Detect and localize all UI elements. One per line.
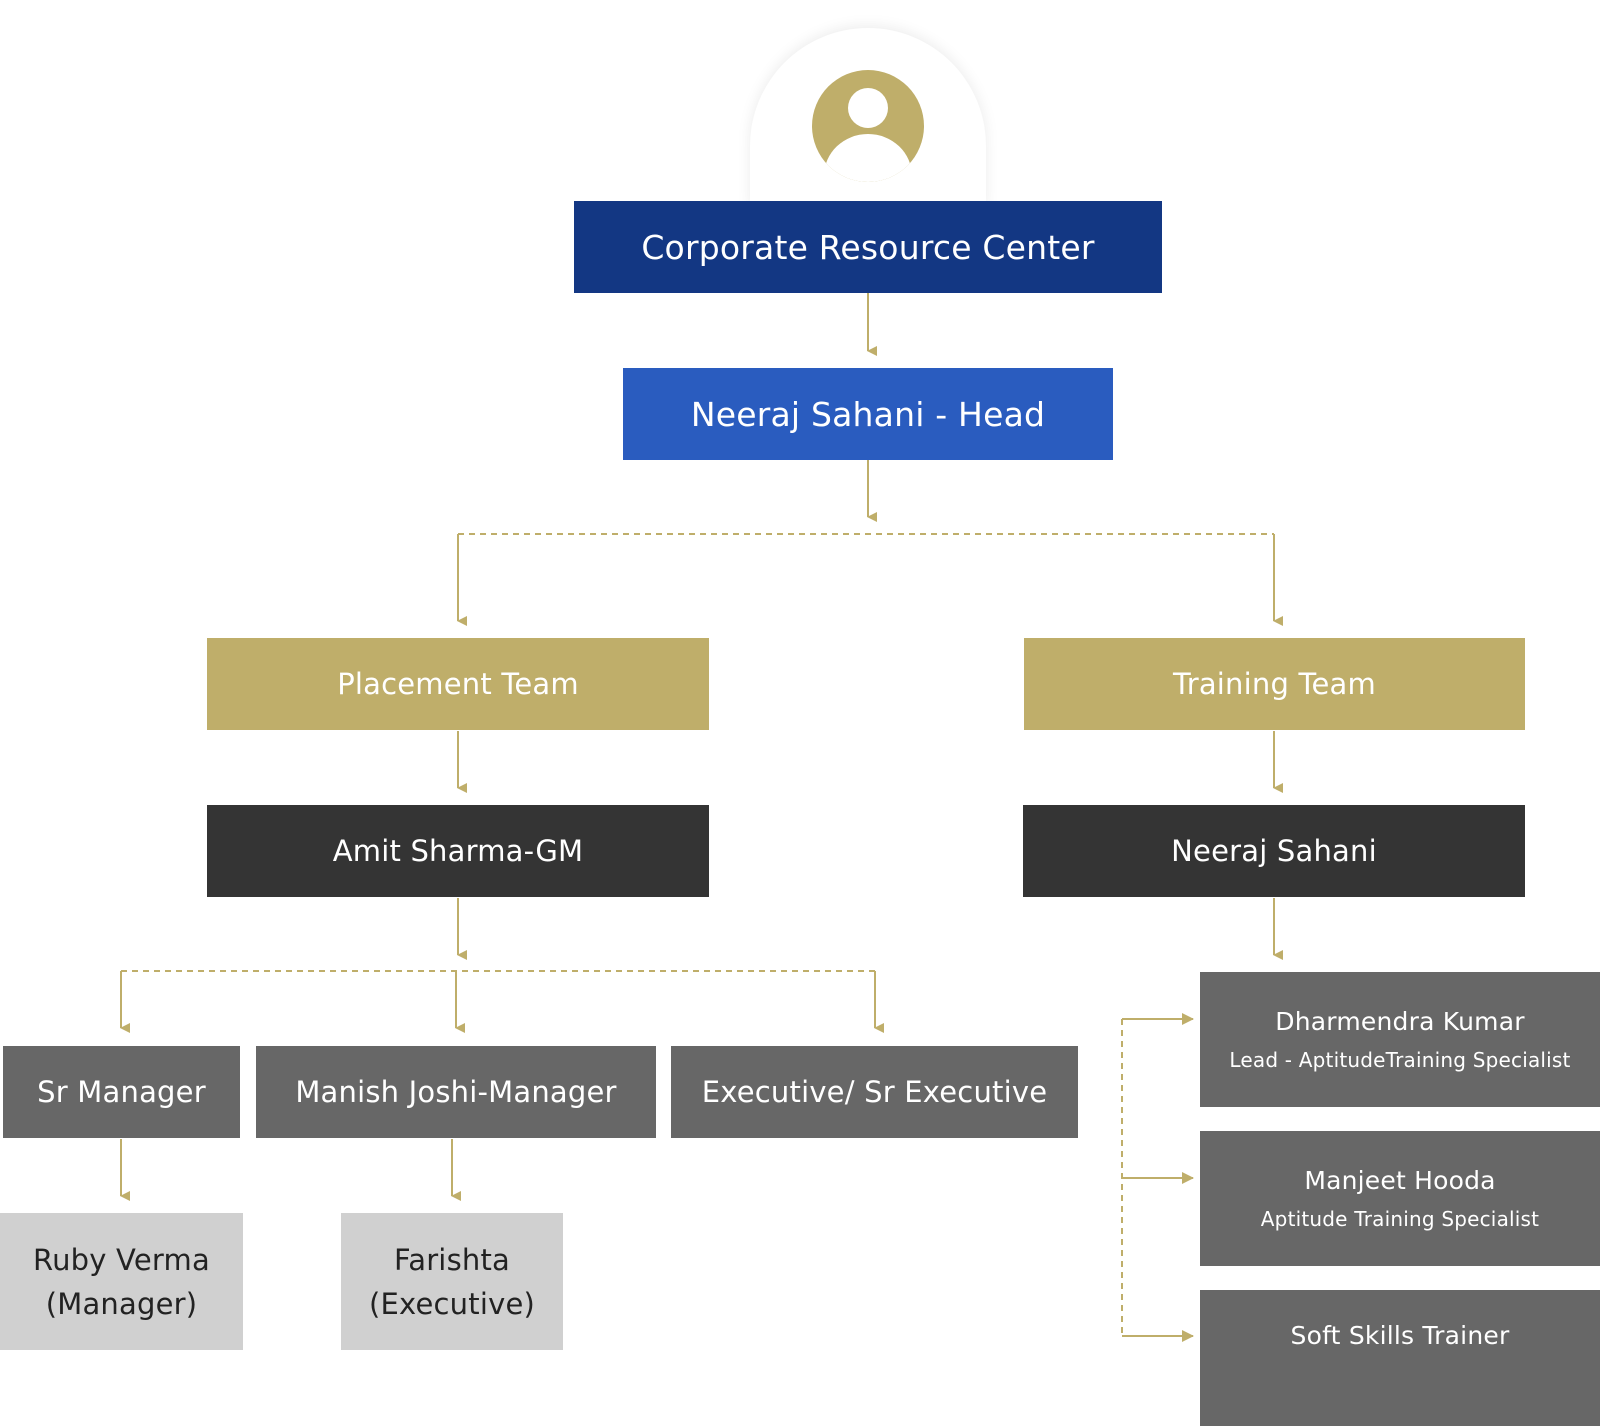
head-label: Neeraj Sahani - Head bbox=[690, 394, 1046, 434]
training-lead-label: Neeraj Sahani bbox=[1171, 834, 1377, 868]
person-name: Farishta bbox=[394, 1242, 510, 1277]
training-lead-node: Neeraj Sahani bbox=[1023, 805, 1525, 897]
member-manjeet-hooda-node: Manjeet Hooda Aptitude Training Speciali… bbox=[1200, 1131, 1600, 1266]
role-sr-manager-node: Sr Manager bbox=[3, 1046, 240, 1138]
person-title: (Manager) bbox=[45, 1286, 198, 1321]
placement-lead-node: Amit Sharma-GM bbox=[207, 805, 709, 897]
member-dharmendra-kumar-node: Dharmendra Kumar Lead - AptitudeTraining… bbox=[1200, 972, 1600, 1107]
role-label: Executive/ Sr Executive bbox=[701, 1075, 1048, 1109]
root-label: Corporate Resource Center bbox=[641, 227, 1095, 267]
member-soft-skills-trainer-node: Soft Skills Trainer bbox=[1200, 1290, 1600, 1426]
role-manager-node: Manish Joshi-Manager bbox=[256, 1046, 656, 1138]
root-node: Corporate Resource Center bbox=[574, 201, 1162, 293]
member-name: Manjeet Hooda bbox=[1304, 1166, 1496, 1195]
person-ruby-verma-node: Ruby Verma (Manager) bbox=[0, 1213, 243, 1350]
member-name: Dharmendra Kumar bbox=[1275, 1007, 1525, 1036]
member-title: Lead - AptitudeTraining Specialist bbox=[1229, 1048, 1571, 1072]
head-node: Neeraj Sahani - Head bbox=[623, 368, 1113, 460]
training-team-node: Training Team bbox=[1024, 638, 1525, 730]
training-team-label: Training Team bbox=[1173, 667, 1376, 701]
role-label: Sr Manager bbox=[37, 1075, 206, 1109]
placement-team-node: Placement Team bbox=[207, 638, 709, 730]
user-avatar-icon bbox=[812, 70, 924, 182]
placement-team-label: Placement Team bbox=[337, 667, 579, 701]
avatar-card bbox=[750, 28, 986, 208]
role-label: Manish Joshi-Manager bbox=[295, 1075, 617, 1109]
person-title: (Executive) bbox=[368, 1286, 536, 1321]
person-farishta-node: Farishta (Executive) bbox=[341, 1213, 563, 1350]
role-executive-node: Executive/ Sr Executive bbox=[671, 1046, 1078, 1138]
person-name: Ruby Verma bbox=[33, 1242, 210, 1277]
member-name: Soft Skills Trainer bbox=[1290, 1321, 1510, 1350]
placement-lead-label: Amit Sharma-GM bbox=[332, 834, 584, 868]
member-title: Aptitude Training Specialist bbox=[1260, 1207, 1540, 1231]
